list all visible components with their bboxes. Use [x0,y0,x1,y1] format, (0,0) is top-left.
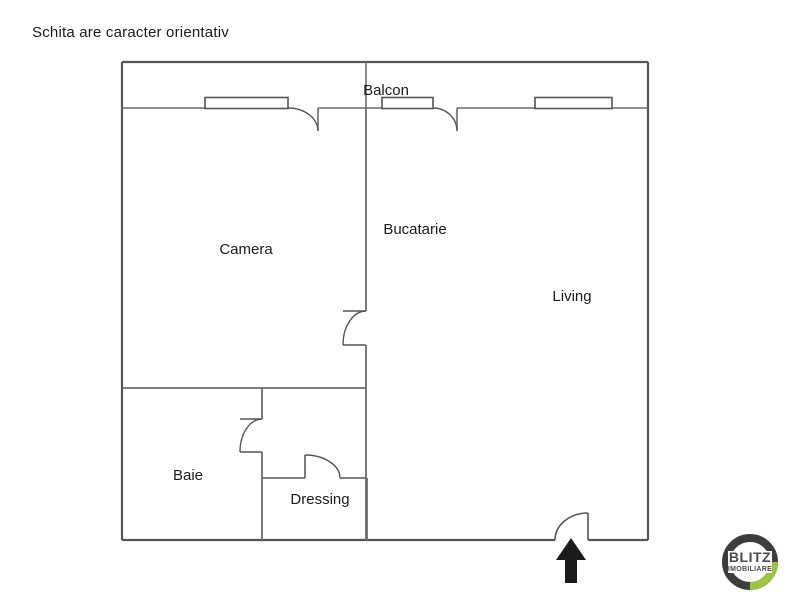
windows-group [204,96,613,110]
door-arc-baie [239,418,263,453]
logo-ring-accent [749,561,778,590]
window-balcon [381,96,434,110]
room-label-camera: Camera [219,241,273,258]
window-camera [204,96,289,110]
door-arc-entrance [554,512,589,541]
baie-dressing-wall [240,388,263,540]
logo-subbrand-text: IMOBILIARE [728,566,772,573]
entrance-door [554,512,589,541]
blitz-imobiliare-logo: BLITZ IMOBILIARE [722,534,778,590]
dressing-walls [262,455,368,540]
camera-bucatarie-wall [343,108,367,388]
door-swing-balcony-living [432,107,458,132]
room-label-living: Living [552,288,591,305]
door-arc-dressing [304,454,341,479]
door-swing-camera-bucatarie [342,310,367,346]
door-arc-camera-bucatarie [342,310,367,346]
door-swing-camera-balcony [287,107,319,132]
entrance-arrow-icon [556,538,586,583]
room-label-baie: Baie [173,467,203,484]
logo-brand-text: BLITZ [729,549,771,565]
facade-door-swings [287,107,458,132]
window-living [534,96,613,110]
room-label-bucatarie: Bucatarie [383,221,446,238]
door-swing-baie [239,418,263,453]
facade-wall [122,107,648,131]
room-label-balcon: Balcon [363,82,409,99]
door-swing-dressing [304,454,341,479]
room-label-dressing: Dressing [290,491,349,508]
arrow-up-icon [556,538,586,583]
plan-caption: Schita are caracter orientativ [32,24,229,41]
outer-walls [120,60,650,542]
logo-plate [728,551,772,573]
